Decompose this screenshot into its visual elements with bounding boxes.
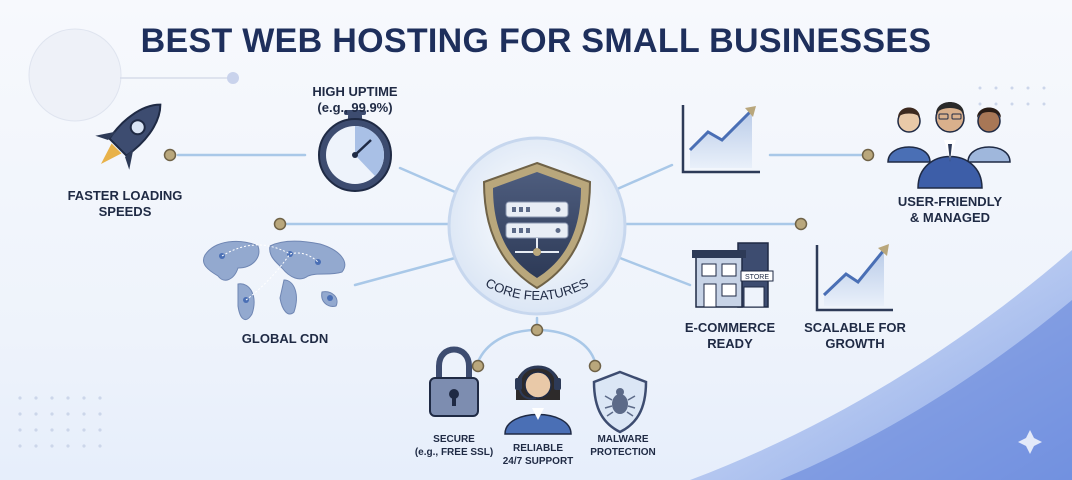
world-map-icon — [203, 240, 346, 321]
connector-lines — [176, 153, 864, 364]
padlock-icon — [429, 346, 479, 417]
connector-nodes — [163, 148, 875, 373]
stopwatch-icon — [318, 110, 392, 192]
server-shield-icon — [482, 161, 592, 290]
core-features-hub: CORE FEATURES — [447, 136, 627, 316]
headset-agent-icon — [504, 365, 572, 435]
bug-shield-icon — [592, 370, 648, 434]
storefront-icon: STORE — [692, 242, 774, 308]
uptime-label: HIGH UPTIME(e.g., 99.9%) — [312, 84, 398, 115]
secure-label: SECURE(e.g., FREE SSL) — [414, 434, 494, 458]
page-title: BEST WEB HOSTING FOR SMALL BUSINESSES — [140, 22, 932, 60]
store-sign: STORE — [745, 274, 769, 281]
scalable-chart-icon — [815, 244, 893, 312]
user-friendly-label: USER-FRIENDLY& MANAGED — [897, 194, 1003, 225]
growth-chart-icon — [681, 105, 760, 174]
team-icon — [887, 102, 1011, 189]
rocket-icon — [95, 103, 162, 170]
cdn-label: GLOBAL CDN — [241, 331, 329, 346]
